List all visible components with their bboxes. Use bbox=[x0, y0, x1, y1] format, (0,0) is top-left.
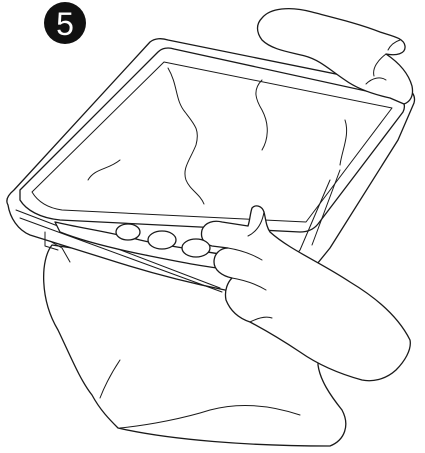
grip-tab bbox=[148, 231, 176, 249]
grip-tab bbox=[116, 224, 140, 240]
step-number: 5 bbox=[56, 6, 74, 42]
step-badge: 5 bbox=[44, 2, 86, 44]
grip-tab bbox=[182, 239, 210, 257]
